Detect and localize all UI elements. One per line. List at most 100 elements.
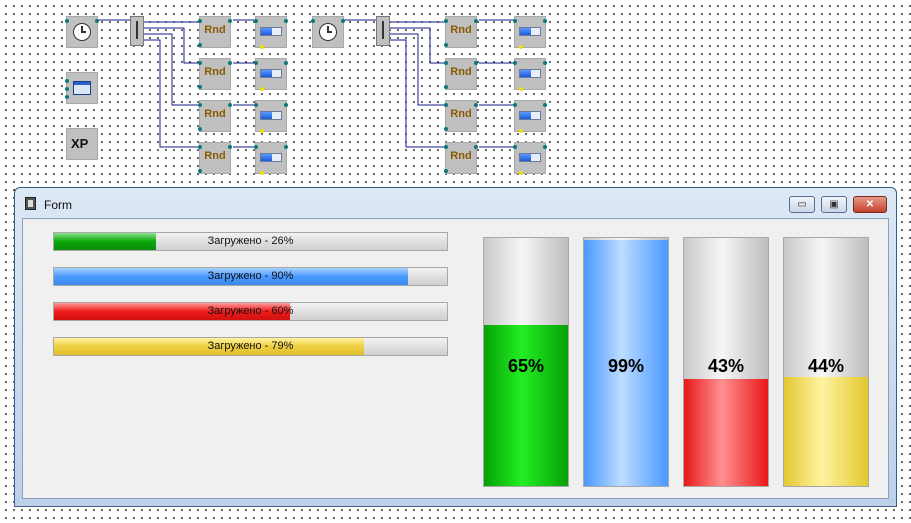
pin [543,145,547,149]
hub-component[interactable] [130,16,144,46]
pin [65,87,69,91]
clock-icon [319,23,337,41]
pin [444,103,448,107]
progressbar-icon [260,69,282,78]
rnd-component[interactable]: Rnd [444,142,478,174]
pin [474,19,478,23]
hub-component[interactable] [376,16,390,46]
gauge-fill [584,240,668,486]
pin [519,171,523,175]
progress-fill [54,338,365,355]
rnd-component[interactable]: Rnd [444,16,478,48]
pin [198,145,202,149]
pin [444,145,448,149]
progress-bar: Загружено - 60% [53,302,448,321]
window-icon [73,81,91,95]
timer-component[interactable] [65,16,99,48]
pin [513,145,517,149]
pin [444,85,448,89]
pin [444,127,448,131]
pin [198,169,202,173]
gauge-fill [684,379,768,486]
pin [513,61,517,65]
progressbar-component[interactable] [254,100,288,133]
gauge-label: 99% [607,356,645,376]
pin [444,169,448,173]
xp-label: XP [71,136,89,151]
vertical-gauge: 99% [583,237,669,487]
pin [284,61,288,65]
progress-fill [54,303,290,320]
gauge-label: 65% [507,356,545,376]
pin [341,19,345,23]
rnd-component[interactable]: Rnd [444,58,478,90]
pin [513,103,517,107]
clock-icon [73,23,91,41]
rnd-component[interactable]: Rnd [444,100,478,132]
progressbar-component[interactable] [254,58,288,91]
pin [198,19,202,23]
rnd-component[interactable]: Rnd [198,16,232,48]
progress-bar: Загружено - 90% [53,267,448,286]
progressbar-component[interactable] [513,58,547,91]
vertical-gauge: 44% [783,237,869,487]
form-component[interactable] [65,72,98,104]
progress-fill [54,233,157,250]
progress-bar: Загружено - 26% [53,232,448,251]
timer-component[interactable] [311,16,345,48]
progressbar-icon [260,27,282,36]
progressbar-component[interactable] [513,142,547,175]
pin [284,19,288,23]
progressbar-component[interactable] [513,16,547,49]
rnd-label: Rnd [204,108,226,120]
progressbar-icon [260,153,282,162]
pin [95,19,99,23]
pin [444,19,448,23]
pin [543,103,547,107]
window-title: Form [44,198,72,212]
pin [228,61,232,65]
pin [519,87,523,91]
pin [284,145,288,149]
pin [198,85,202,89]
schematic-canvas[interactable]: XP Rnd Rnd Rnd Rnd [0,0,911,185]
gauge-label: 44% [807,356,845,376]
form-window: Form ▭ ▣ ✕ Загружено - 26% Загружено - 9… [14,187,897,507]
pin [474,145,478,149]
close-button[interactable]: ✕ [853,196,887,213]
rnd-component[interactable]: Rnd [198,58,232,90]
progressbar-icon [519,111,541,120]
pin [543,61,547,65]
pin [311,19,315,23]
xp-style-component[interactable]: XP [66,128,98,160]
pin [198,43,202,47]
pin [254,145,258,149]
form-client-area: Загружено - 26% Загружено - 90% Загружен… [22,218,889,499]
vertical-gauge: 43% [683,237,769,487]
pin [260,87,264,91]
progress-bar: Загружено - 79% [53,337,448,356]
app-icon [25,197,36,210]
pin [260,45,264,49]
progress-label: Загружено - 79% [207,340,294,352]
pin [474,61,478,65]
pin [65,79,69,83]
progressbar-icon [519,27,541,36]
progressbar-component[interactable] [513,100,547,133]
pin [260,171,264,175]
rnd-component[interactable]: Rnd [198,100,232,132]
progressbar-icon [519,69,541,78]
minimize-button[interactable]: ▭ [789,196,815,213]
progressbar-component[interactable] [254,142,288,175]
pin [198,127,202,131]
pin [513,19,517,23]
pin [228,103,232,107]
progress-label: Загружено - 60% [207,305,294,317]
maximize-button[interactable]: ▣ [821,196,847,213]
rnd-component[interactable]: Rnd [198,142,232,174]
progressbar-icon [519,153,541,162]
rnd-label: Rnd [450,150,472,162]
progressbar-component[interactable] [254,16,288,49]
pin [519,129,523,133]
title-bar[interactable]: Form ▭ ▣ ✕ [15,188,896,218]
